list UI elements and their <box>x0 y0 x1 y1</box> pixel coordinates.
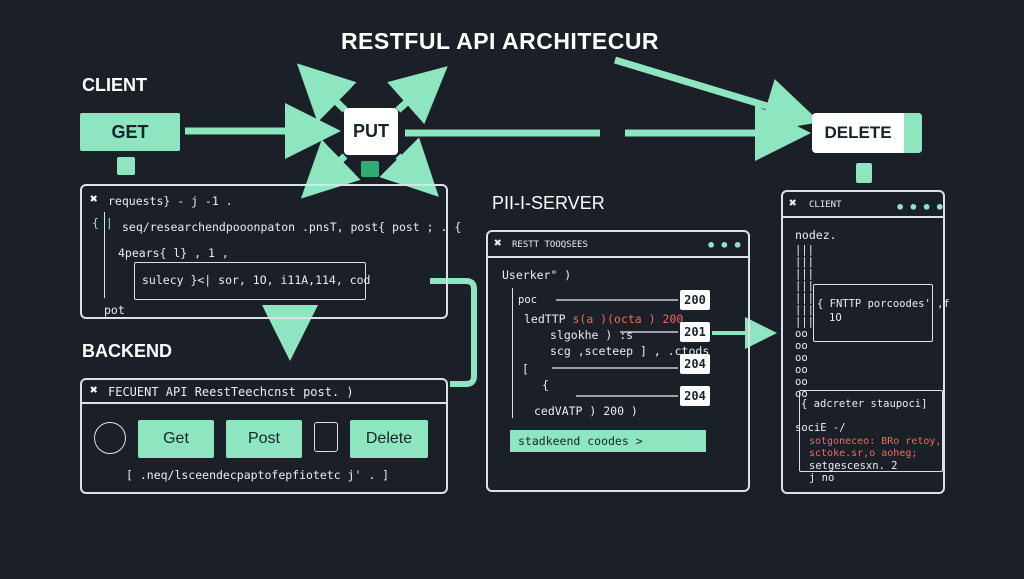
client-line-2: seq/researchendpooonpaton .pnsT, post{ p… <box>122 220 462 234</box>
server-line-7: { <box>542 378 549 392</box>
delete-connector-square <box>856 163 872 183</box>
client-line-3: 4pears{ l} , 1 , <box>118 246 229 260</box>
backend-delete-button[interactable]: Delete <box>350 420 428 458</box>
right-window-dots: •••• <box>895 198 948 217</box>
client-indent-line <box>104 212 105 298</box>
server-header-divider <box>488 256 748 258</box>
backend-get-button[interactable]: Get <box>138 420 214 458</box>
right-line-7: sctoke.sr,o aoheg; <box>809 448 918 459</box>
right-header-divider <box>783 216 943 218</box>
cloud-icon <box>94 422 126 454</box>
server-indent-line <box>512 288 513 418</box>
server-line-6: [ <box>522 362 529 376</box>
status-200: 200 <box>680 290 710 310</box>
delete-button-label: DELETE <box>824 123 892 142</box>
right-logo-icon: ✖ <box>789 196 797 211</box>
delete-button-accent <box>904 113 922 153</box>
backend-logo-icon: ✖ <box>90 383 98 398</box>
right-line-1: nodez. <box>795 228 837 242</box>
client-connector-square <box>117 157 135 175</box>
backend-footer: [ .neq/lsceendecpaptofepfiotetc j' . ] <box>126 468 390 482</box>
right-line-3: 1O <box>829 312 842 324</box>
arrow-put-downright <box>379 137 439 197</box>
backend-header-divider <box>82 402 446 404</box>
arrow-put-upright <box>387 66 448 125</box>
status-204-b: 204 <box>680 386 710 406</box>
status-codes-bar[interactable]: stadkeend coodes > <box>510 430 706 452</box>
logo-icon: ✖ <box>90 192 98 207</box>
client-line-1: requests} - j -1 . <box>108 194 233 208</box>
server-line-3-wrap: ledTTP s(a )(octa ) 200 <box>524 312 683 326</box>
backend-panel: ✖ FECUENT API ReestTeechcnst post. ) Get… <box>80 378 448 494</box>
status-204-a: 204 <box>680 354 710 374</box>
put-button[interactable]: PUT <box>344 108 398 155</box>
server-line-3: ledTTP <box>524 312 566 326</box>
right-line-2: { FNTTP porcoodes' ,f <box>817 298 950 310</box>
right-line-6: sotgoneceo: BRo retoy, <box>809 436 942 447</box>
arrow-put-upleft <box>296 63 357 123</box>
client-bracket: { | <box>92 216 113 230</box>
right-inner-box-1 <box>813 284 933 342</box>
right-line-5: sociE -/ <box>795 422 846 434</box>
client-code-panel: ✖ requests} - j -1 . { | seq/researchend… <box>80 184 461 319</box>
server-panel: ✖ RESTT TOOQSEES ••• Userker" ) poc ledT… <box>486 230 750 492</box>
server-inline-status: 200 <box>662 312 684 326</box>
delete-button[interactable]: DELETE <box>812 113 922 153</box>
server-logo-icon: ✖ <box>494 236 502 251</box>
right-header: CLIENT <box>809 200 842 210</box>
right-client-panel: ✖ CLIENT •••• nodez. |||||||||||||||||||… <box>781 190 950 494</box>
server-line-2: poc <box>518 294 537 306</box>
right-line-4: { adcreter staupoci] <box>801 398 928 410</box>
server-line-8: cedVATP ) 200 ) <box>534 404 638 418</box>
arrow-title-to-delete <box>613 56 821 133</box>
right-inner-box-2 <box>799 390 943 472</box>
server-line-5: scg ,sceteep ] , .ctods <box>550 344 710 358</box>
server-line-4: slgokhe ) :s <box>550 328 634 342</box>
put-connector-square <box>361 161 379 177</box>
client-label: CLIENT <box>82 75 147 95</box>
server-label: PII-I-SERVER <box>492 193 605 213</box>
server-line-1: Userker" ) <box>502 268 572 282</box>
backend-header: FECUENT API ReestTeechcnst post. ) <box>108 385 354 399</box>
client-inner-box <box>134 262 366 300</box>
right-line-8: setgescesxn. 2 <box>809 460 898 472</box>
server-rack-icon <box>314 422 338 452</box>
client-line-4: sulecy }<| sor, 1O, i11A,114, cod <box>142 273 371 287</box>
backend-post-button[interactable]: Post <box>226 420 302 458</box>
connector-client-backend <box>430 278 477 387</box>
backend-label: BACKEND <box>82 341 172 361</box>
status-201: 201 <box>680 322 710 342</box>
get-button[interactable]: GET <box>80 113 180 151</box>
server-line-3-red: s(a )(octa ) <box>572 312 656 326</box>
diagram-title: RESTFUL API ARCHITECUR <box>340 28 660 54</box>
client-line-5: pot <box>104 303 125 317</box>
server-header: RESTT TOOQSEES <box>512 240 588 250</box>
right-line-9: j no <box>809 472 835 484</box>
arrow-put-downleft <box>300 139 361 199</box>
server-window-dots: ••• <box>706 236 746 255</box>
